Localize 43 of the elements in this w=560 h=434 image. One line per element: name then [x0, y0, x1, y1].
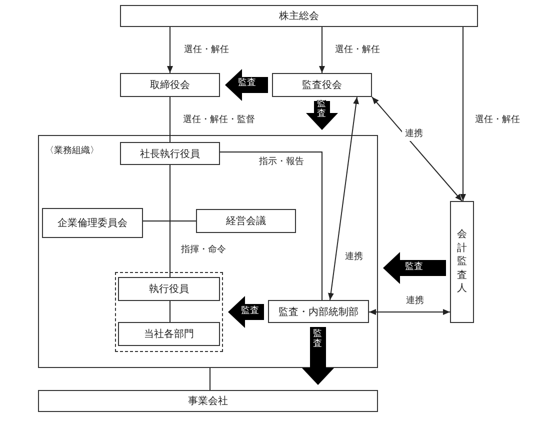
- group-heading: 〈業務組織〉: [45, 144, 99, 157]
- connector-line: [142, 220, 196, 222]
- box-label: 企業倫理委員会: [58, 216, 128, 230]
- box-label: 取締役会: [150, 78, 190, 92]
- process-box: [196, 209, 296, 233]
- box-label: 事業会社: [188, 394, 228, 408]
- process-box: [268, 300, 369, 323]
- process-box: [272, 73, 372, 97]
- arrow: [460, 26, 466, 202]
- arrow: [328, 96, 360, 300]
- process-box: [120, 73, 220, 97]
- block-arrow: [228, 296, 264, 328]
- box-label: 会計監査人: [456, 228, 468, 296]
- edge-label: 監査: [238, 79, 256, 89]
- edge-label: 監査: [313, 330, 322, 350]
- box-label: 社長執行役員: [140, 148, 200, 160]
- edge-label: 監査: [405, 263, 423, 273]
- box-label: 経営会議: [226, 214, 266, 228]
- group-frame: [115, 272, 223, 352]
- group-frame: [38, 135, 378, 368]
- process-box: [118, 277, 220, 301]
- edge-label: 監査: [241, 307, 259, 317]
- connector-line: [220, 152, 322, 300]
- arrow: [368, 309, 450, 315]
- block-arrow: [302, 327, 334, 385]
- process-box: [118, 322, 220, 346]
- box-label: 株主総会: [279, 10, 319, 23]
- process-box: [120, 5, 478, 27]
- box-label: 執行役員: [149, 282, 189, 296]
- block-arrow: [306, 101, 338, 130]
- arrow: [372, 96, 462, 202]
- block-arrow: [383, 252, 446, 284]
- box-label: 監査役会: [302, 78, 342, 92]
- process-box: [38, 390, 378, 412]
- box-label: 監査・内部統制部: [278, 306, 358, 318]
- edge-label: 連携: [402, 126, 426, 141]
- vertical-box: [450, 201, 474, 323]
- block-arrow: [225, 69, 268, 101]
- process-box: [42, 208, 143, 238]
- box-label: 当社各部門: [144, 328, 194, 341]
- process-box: [120, 142, 220, 165]
- arrow: [319, 26, 325, 74]
- arrow: [167, 26, 173, 74]
